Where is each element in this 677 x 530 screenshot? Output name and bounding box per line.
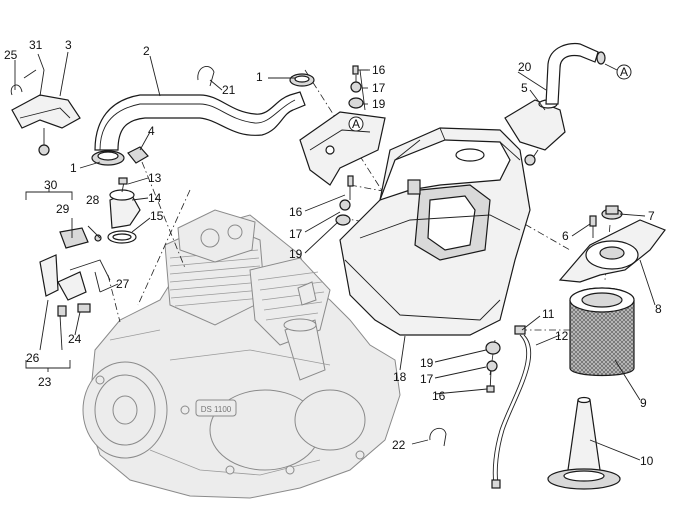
breather-union-14 (107, 177, 141, 244)
callout-12: 12 (555, 329, 569, 343)
callout-14: 14 (148, 191, 162, 205)
clip-22 (429, 427, 447, 447)
sensor-assembly-23 (39, 227, 111, 317)
callout-15: 15 (150, 209, 164, 223)
callout-19-top: 19 (372, 97, 386, 111)
fasteners-left (335, 175, 354, 226)
callout-26: 26 (26, 351, 40, 365)
callout-16-bottom: 16 (432, 389, 446, 403)
callout-16-top: 16 (372, 63, 386, 77)
callout-1-top: 1 (256, 70, 263, 84)
fasteners-upper (348, 65, 368, 111)
engine-illustration: DS 1100 (82, 209, 401, 499)
callout-28: 28 (86, 193, 100, 207)
callout-29: 29 (56, 202, 70, 216)
funnel-10 (547, 396, 621, 490)
airbox-18 (339, 127, 531, 336)
svg-text:A: A (620, 65, 628, 79)
cap-7 (601, 205, 623, 220)
callout-17-top: 17 (372, 81, 386, 95)
callout-10: 10 (640, 454, 654, 468)
callout-16-mid: 16 (289, 205, 303, 219)
callout-labels: 31 3 25 2 1 21 4 1 13 14 15 30 28 29 27 … (4, 38, 662, 468)
callout-7: 7 (648, 209, 655, 223)
fasteners-bottom (485, 341, 501, 393)
drain-hose-12 (492, 334, 528, 486)
mounting-bracket-a (299, 111, 386, 186)
callout-19-bottom: 19 (420, 356, 434, 370)
callout-6: 6 (562, 229, 569, 243)
screw-6 (589, 215, 597, 238)
svg-text:A: A (352, 117, 360, 131)
callout-23: 23 (38, 375, 52, 389)
callout-19-mid: 19 (289, 247, 303, 261)
callout-27: 27 (116, 277, 130, 291)
hose-clip-11 (514, 325, 526, 335)
callout-8: 8 (655, 302, 662, 316)
callout-22: 22 (392, 438, 406, 452)
callout-24: 24 (68, 332, 82, 346)
reference-marker-a-top: A (604, 63, 632, 80)
callout-2: 2 (143, 44, 150, 58)
reference-marker-a-bracket: A (348, 116, 364, 132)
bracket-assembly-3 (10, 69, 81, 156)
engine-badge-text: DS 1100 (201, 405, 232, 414)
air-filter-9 (569, 287, 635, 377)
callout-17-bottom: 17 (420, 372, 434, 386)
callout-9: 9 (640, 396, 647, 410)
callout-18: 18 (393, 370, 407, 384)
callout-17-mid: 17 (289, 227, 303, 241)
callout-3: 3 (65, 38, 72, 52)
callout-5: 5 (521, 81, 528, 95)
clamp-21 (197, 66, 215, 87)
callout-31: 31 (29, 38, 43, 52)
leader-lines (14, 51, 656, 461)
callout-1-left: 1 (70, 161, 77, 175)
callout-4: 4 (148, 124, 155, 138)
callout-13: 13 (148, 171, 162, 185)
callout-20: 20 (518, 60, 532, 74)
callout-21: 21 (222, 83, 236, 97)
hose-20 (545, 42, 599, 105)
breather-hose-2 (94, 91, 306, 151)
callout-25: 25 (4, 48, 18, 62)
plug-4 (127, 146, 149, 164)
engine-badge-plate (195, 399, 237, 417)
callout-11: 11 (542, 307, 555, 321)
callout-30: 30 (44, 178, 58, 192)
